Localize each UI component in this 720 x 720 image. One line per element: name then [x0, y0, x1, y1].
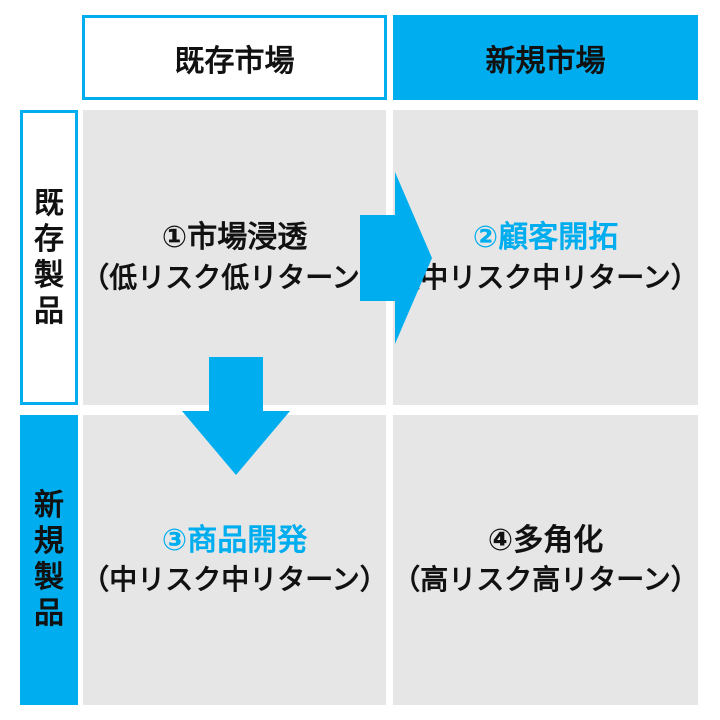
- quadrant-subtitle: （低リスク低リターン）: [81, 260, 388, 294]
- row-header-existing-product: 既 存 製 品: [20, 110, 78, 405]
- quadrant-title: ④多角化: [487, 522, 604, 558]
- quadrant-subtitle: （中リスク中リターン）: [81, 563, 388, 597]
- quadrant-subtitle: （中リスク中リターン）: [392, 260, 699, 294]
- column-header-existing-market: 既存市場: [82, 15, 387, 100]
- row-header-char: 規: [34, 524, 64, 559]
- row-header-char: 存: [34, 221, 64, 257]
- row-header-char: 製: [34, 560, 64, 595]
- row-header-char: 品: [34, 596, 64, 631]
- quadrant-diversification: ④多角化 （高リスク高リターン）: [392, 415, 699, 705]
- row-header-char: 新: [34, 488, 64, 523]
- column-header-new-market: 新規市場: [393, 15, 698, 100]
- arrow-right-icon: [360, 172, 432, 344]
- row-header-char: 製: [34, 257, 64, 293]
- quadrant-market-penetration: ①市場浸透 （低リスク低リターン）: [81, 110, 388, 405]
- quadrant-market-development: ②顧客開拓 （中リスク中リターン）: [392, 110, 699, 405]
- arrow-down-icon: [182, 357, 290, 475]
- row-header-new-product: 新 規 製 品: [20, 415, 78, 705]
- row-header-char: 品: [34, 293, 64, 329]
- quadrant-title: ①市場浸透: [161, 220, 308, 256]
- quadrant-title: ③商品開発: [161, 522, 308, 558]
- row-header-char: 既: [34, 185, 64, 221]
- quadrant-subtitle: （高リスク高リターン）: [392, 563, 699, 597]
- quadrant-title: ②顧客開拓: [472, 220, 619, 256]
